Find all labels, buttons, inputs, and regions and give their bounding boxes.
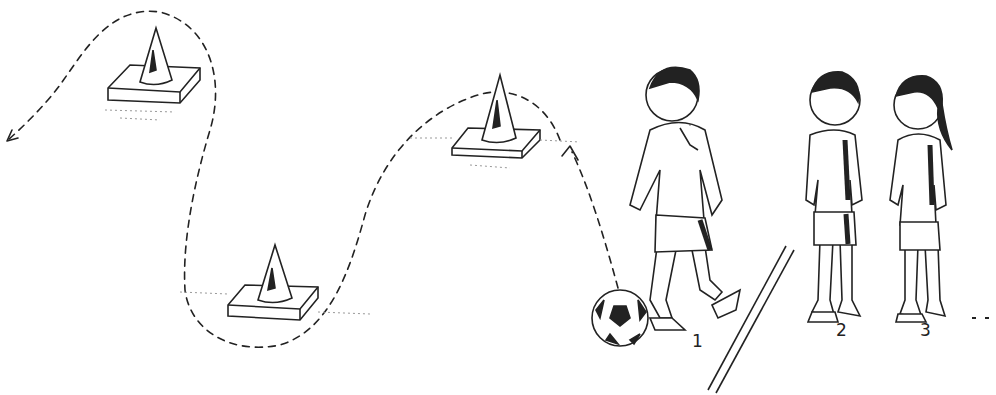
- child-player: [890, 76, 989, 322]
- child-player: [630, 67, 740, 330]
- cone: [410, 75, 580, 168]
- arrow-head: [562, 146, 578, 160]
- arrow-head: [7, 130, 18, 141]
- cone: [180, 245, 370, 320]
- path-segment: [572, 152, 618, 288]
- child-player: [806, 72, 862, 322]
- callout-number: 3: [920, 322, 931, 339]
- start-line: [708, 246, 794, 393]
- cone: [105, 28, 200, 120]
- callout-number: 2: [836, 322, 847, 339]
- dribble-path: [8, 11, 560, 347]
- soccer-ball: [592, 290, 648, 346]
- callout-number: 1: [692, 333, 703, 350]
